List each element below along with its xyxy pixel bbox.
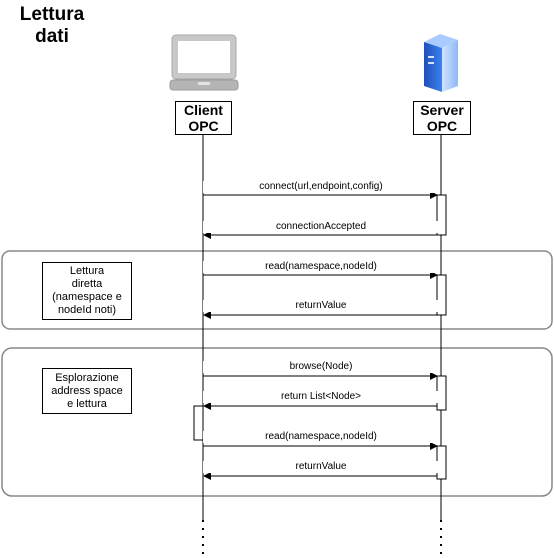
note-direct-read-line1: Lettura [69, 265, 105, 277]
server-actor-label: Server OPC [413, 101, 471, 135]
note-direct-read-line4: nodeId noti) [57, 304, 117, 316]
note-exploration-line1: Esplorazione [55, 371, 119, 384]
note-exploration: Esplorazione address space e lettura [42, 368, 132, 414]
label-read1: read(namespace,nodeId) [203, 261, 439, 273]
label-read2: read(namespace,nodeId) [203, 431, 439, 443]
label-return-value2: returnValue [203, 461, 439, 473]
note-direct-read-line3: (namespace e [52, 291, 122, 303]
diagram-title: Lettura dati [4, 4, 100, 48]
note-exploration-line3: e lettura [67, 397, 107, 410]
group-frame-direct-read [1, 250, 553, 330]
label-connect: connect(url,endpoint,config) [203, 181, 439, 193]
client-label-line2: OPC [188, 118, 219, 134]
label-connection-accepted: connectionAccepted [203, 221, 439, 233]
activation-connect [436, 194, 447, 236]
client-actor-label: Client OPC [175, 101, 232, 135]
label-return-list: return List<Node> [203, 391, 439, 403]
group-frame-exploration [1, 347, 553, 497]
note-direct-read-line2: diretta [71, 278, 103, 290]
server-label-line2: OPC [426, 118, 458, 134]
note-exploration-line2: address space [51, 384, 123, 397]
label-return-value1: returnValue [203, 300, 439, 312]
server-label-line1: Server [420, 102, 464, 118]
client-label-line1: Client [184, 102, 223, 118]
note-direct-read: Lettura diretta (namespace e nodeId noti… [42, 262, 132, 320]
activation-client-loop [193, 405, 204, 441]
server-tower-icon [424, 34, 458, 92]
computer-monitor-icon [169, 34, 239, 91]
diagram-title-line2: dati [35, 26, 69, 47]
label-browse: browse(Node) [203, 361, 439, 373]
diagram-title-line1: Lettura [19, 4, 85, 25]
activation-read1 [436, 274, 447, 316]
